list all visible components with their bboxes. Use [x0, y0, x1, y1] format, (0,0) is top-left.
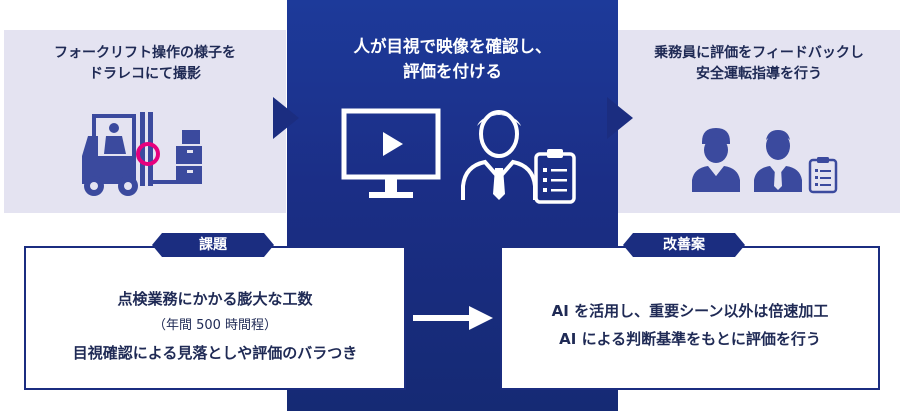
solution-line1: AI を活用し、重要シーン以外は倍速加工 — [551, 302, 829, 320]
step-feedback-text: 乗務員に評価をフィードバックし 安全運転指導を行う — [618, 43, 900, 85]
issue-tag: 課題 — [152, 233, 274, 257]
issue-box: 点検業務にかかる膨大な工数 （年間 500 時間程） 目視確認による見落としや評… — [24, 246, 406, 390]
instructor-icon — [754, 130, 802, 192]
solution-box: AI を活用し、重要シーン以外は倍速加工 AI による判断基準をもとに評価を行う — [500, 246, 880, 390]
clipboard-icon — [534, 149, 576, 204]
solution-line2: AI による判断基準をもとに評価を行う — [559, 330, 821, 348]
chevron-right-icon — [273, 97, 299, 139]
step-capture-text: フォークリフト操作の様子を ドラレコにて撮影 — [4, 43, 286, 85]
step-review-line1: 人が目視で映像を確認し、 — [353, 37, 552, 56]
arrow-right-icon — [413, 306, 493, 330]
chevron-right-icon — [607, 97, 633, 139]
issue-line2: （年間 500 時間程） — [152, 318, 278, 333]
step-review-line2: 評価を付ける — [403, 62, 502, 81]
step-feedback-line2: 安全運転指導を行う — [696, 66, 822, 82]
clipboard-icon — [808, 157, 838, 194]
step-feedback-line1: 乗務員に評価をフィードバックし — [654, 45, 864, 61]
monitor-play-icon — [341, 108, 441, 198]
issue-line3: 目視確認による見落としや評価のバラつき — [72, 344, 358, 362]
step-review-text: 人が目視で映像を確認し、 評価を付ける — [287, 34, 618, 84]
evaluator-person-icon — [461, 110, 537, 200]
camera-highlight-icon — [136, 142, 160, 166]
step-capture-line2: ドラレコにて撮影 — [89, 66, 201, 82]
step-capture-line1: フォークリフト操作の様子を — [54, 45, 236, 61]
solution-tag: 改善案 — [623, 233, 745, 257]
step-panel-capture: フォークリフト操作の様子を ドラレコにて撮影 — [4, 30, 286, 213]
step-panel-feedback: 乗務員に評価をフィードバックし 安全運転指導を行う — [618, 30, 900, 213]
issue-line1: 点検業務にかかる膨大な工数 — [117, 290, 313, 308]
forklift-camera-icon — [82, 112, 202, 196]
driver-icon — [692, 128, 740, 192]
